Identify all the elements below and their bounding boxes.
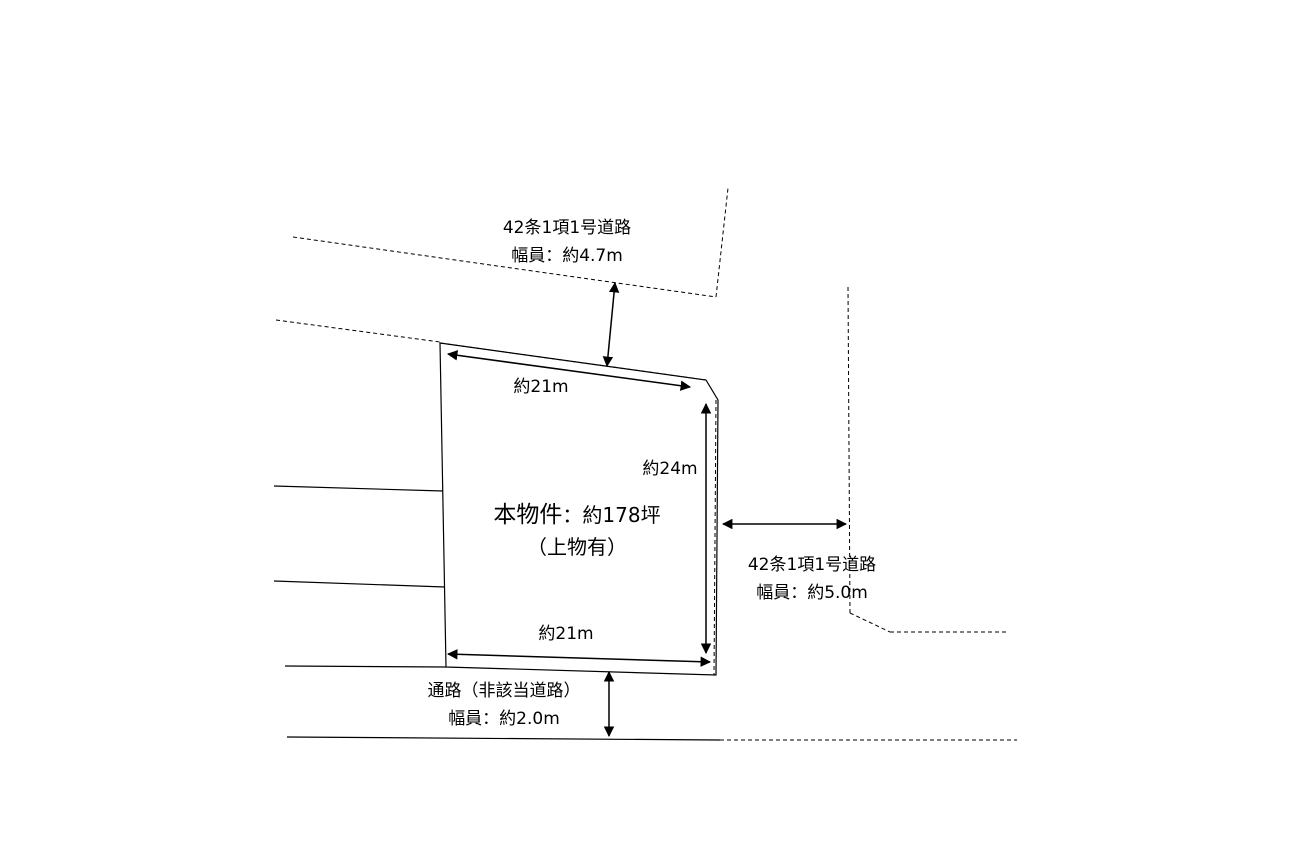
- neighbor-lot-line-2: [273, 580, 446, 588]
- property-label: 本物件：約178坪 （上物有）: [493, 499, 660, 563]
- east-road-width: 幅員：約5.0m: [756, 583, 868, 603]
- north-road-label: 42条1項1号道路 幅員：約4.7m: [503, 214, 631, 270]
- south-road-width: 幅員：約2.0m: [448, 709, 560, 729]
- property-east-edge-dashed: [713, 399, 717, 676]
- bottom-width-arrow: [446, 649, 712, 667]
- top-width-arrow: [446, 350, 692, 391]
- right-depth-label: 約24m: [642, 459, 698, 479]
- east-road-label: 42条1項1号道路 幅員：約5.0m: [748, 551, 876, 607]
- property-note: （上物有）: [527, 535, 627, 559]
- top-width-label: 約21m: [513, 377, 569, 397]
- east-road-far-edge: [847, 286, 851, 614]
- north-road-corner-edge: [715, 187, 729, 298]
- property-name: 本物件: [493, 502, 563, 528]
- south-road-label: 通路（非該当道路） 幅員：約2.0m: [428, 677, 581, 733]
- north-road-near-edge: [275, 319, 441, 343]
- east-road-corner-cut: [849, 612, 891, 633]
- south-road-name: 通路（非該当道路）: [427, 681, 581, 701]
- bottom-width-label: 約21m: [538, 624, 594, 644]
- north-road-name: 42条1項1号道路: [502, 218, 632, 238]
- south-road-far-edge: [286, 736, 721, 741]
- property-area: ：約178坪: [562, 503, 661, 527]
- north-road-width-arrow: [602, 281, 620, 368]
- neighbor-lot-line-1: [273, 485, 444, 492]
- south-road-near-edge: [284, 665, 447, 668]
- north-road-far-edge: [292, 236, 717, 298]
- north-road-width: 幅員：約4.7m: [511, 246, 623, 266]
- east-road-name: 42条1項1号道路: [747, 555, 877, 575]
